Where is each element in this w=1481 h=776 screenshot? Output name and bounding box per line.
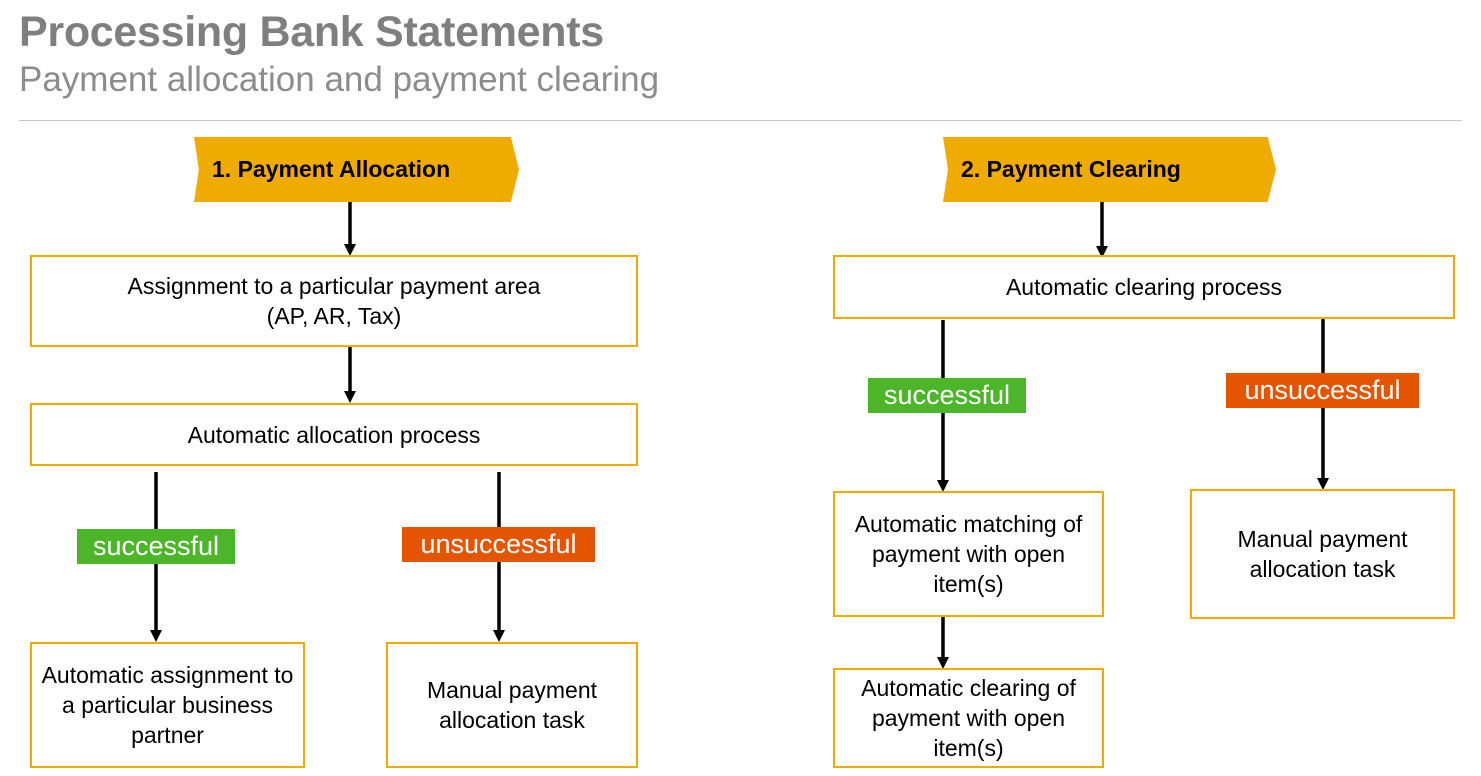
step-payment-allocation: 1. Payment Allocation	[194, 137, 519, 202]
clearing-unsuccessful-badge: unsuccessful	[1226, 373, 1419, 408]
automatic-matching-box: Automatic matching of payment with open …	[833, 491, 1104, 617]
page-title: Processing Bank Statements	[19, 8, 604, 56]
step-payment-clearing: 2. Payment Clearing	[943, 137, 1276, 202]
allocation-successful-badge: successful	[77, 529, 235, 564]
automatic-clearing-box: Automatic clearing of payment with open …	[833, 668, 1104, 768]
automatic-allocation-process-box: Automatic allocation process	[30, 403, 638, 466]
assignment-payment-area-box: Assignment to a particular payment area …	[30, 255, 638, 347]
manual-payment-allocation-task-box: Manual payment allocation task	[386, 642, 638, 768]
clearing-manual-payment-allocation-task-box: Manual payment allocation task	[1190, 489, 1455, 619]
header-divider	[19, 120, 1462, 121]
page-subtitle: Payment allocation and payment clearing	[19, 60, 660, 99]
clearing-successful-badge: successful	[868, 378, 1026, 413]
automatic-clearing-process-box: Automatic clearing process	[833, 255, 1455, 319]
automatic-business-partner-assignment-box: Automatic assignment to a particular bus…	[30, 642, 305, 768]
allocation-unsuccessful-badge: unsuccessful	[402, 527, 595, 562]
